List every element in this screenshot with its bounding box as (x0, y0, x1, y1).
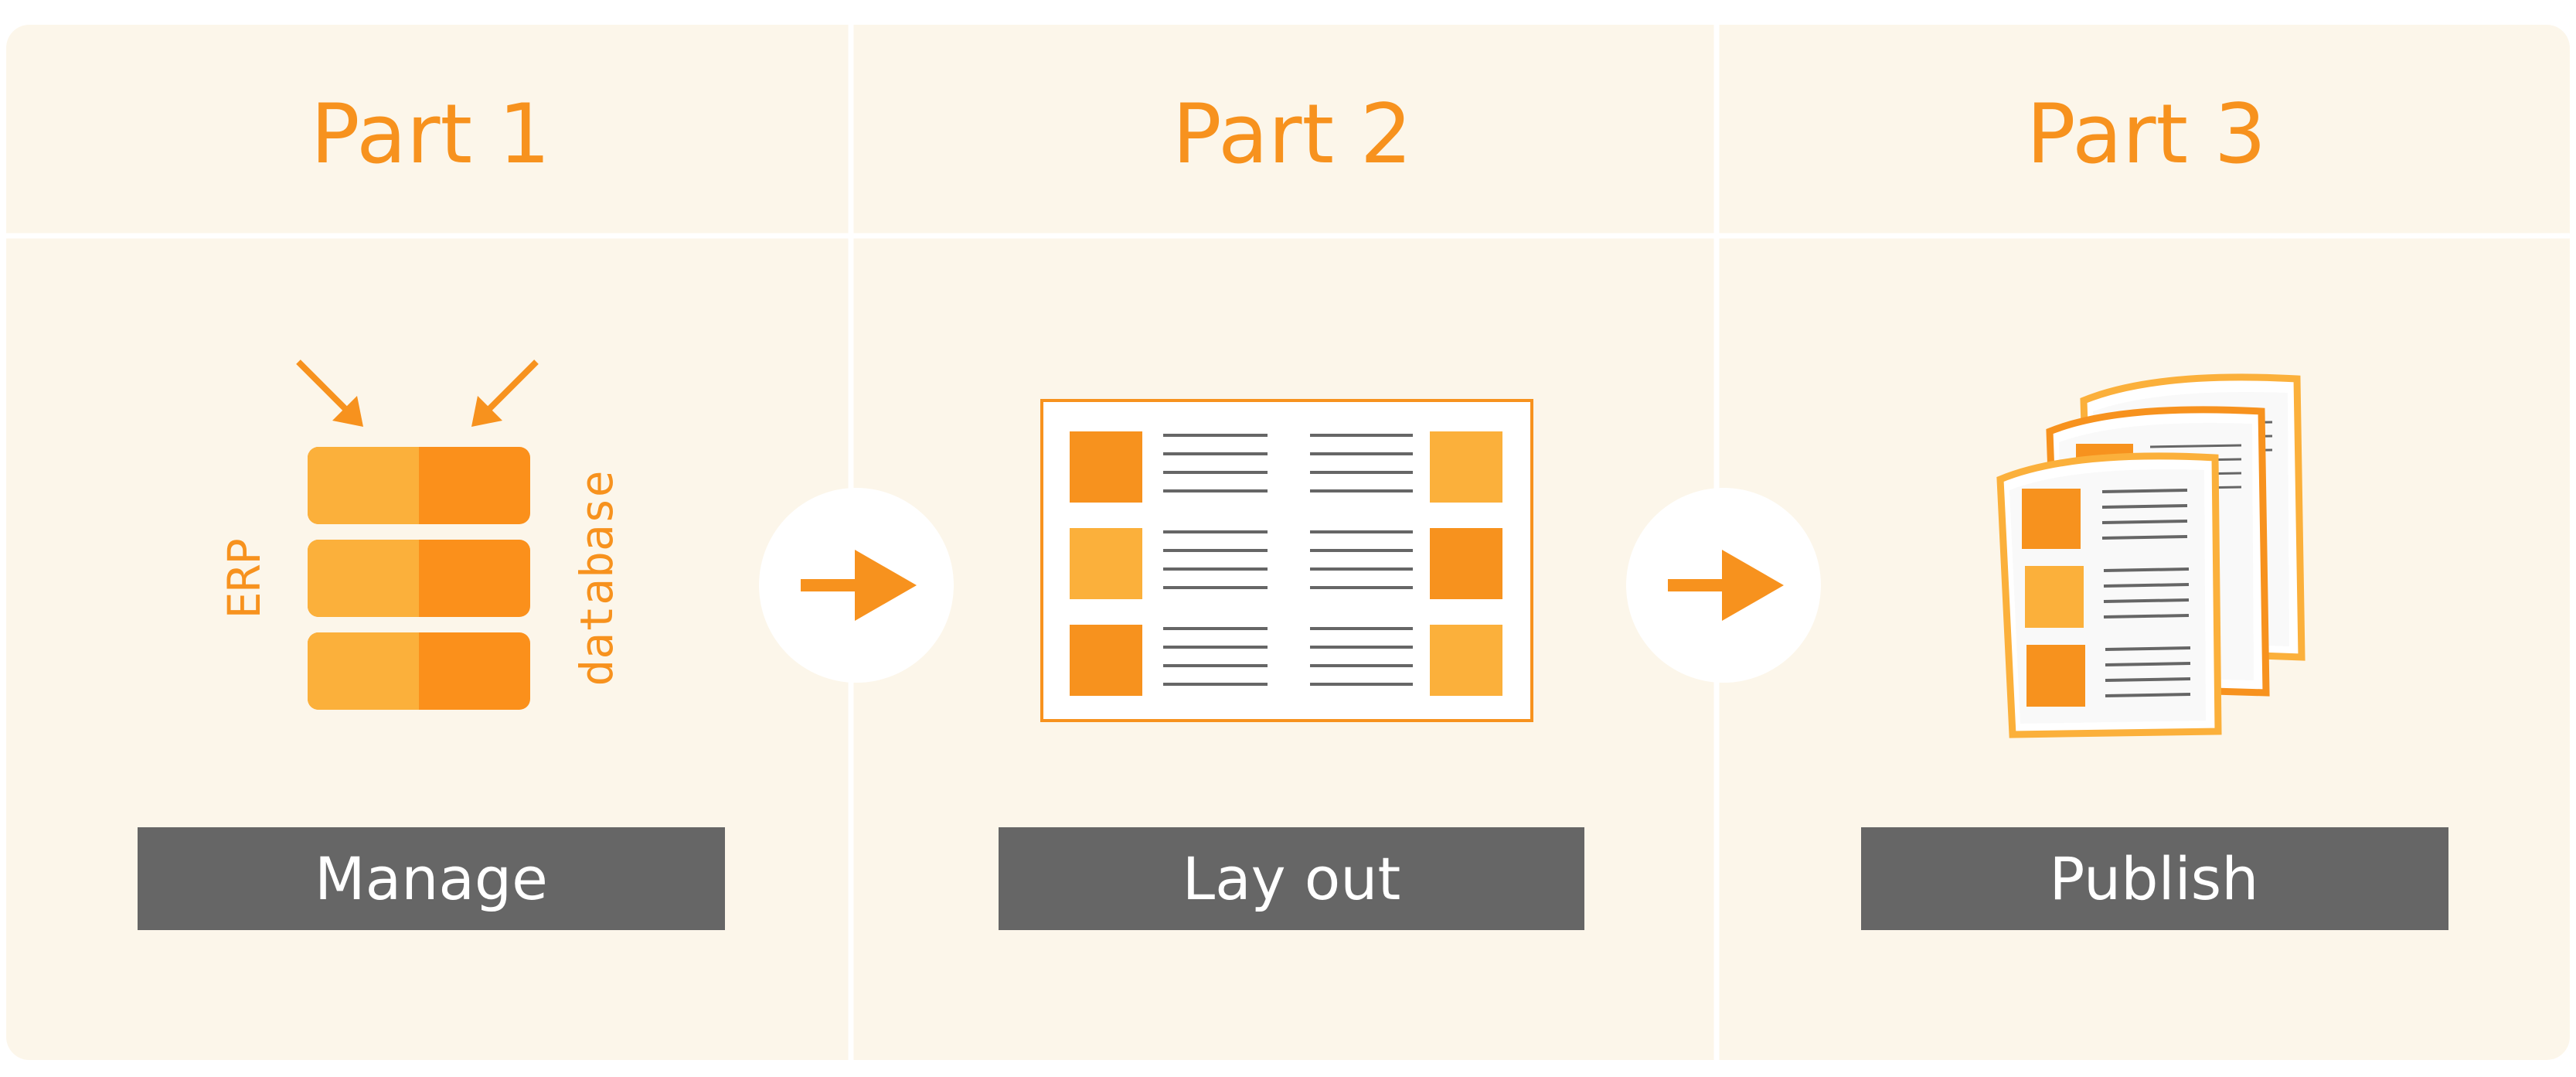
part-title: Part 1 (311, 87, 550, 182)
part-title: Part 3 (2026, 87, 2266, 182)
manage-button-label: Manage (315, 844, 548, 913)
part-1-column: Part 1 ERP (138, 87, 725, 930)
lay-out-button[interactable]: Lay out (999, 827, 1584, 930)
publish-button-label: Publish (2050, 844, 2259, 913)
stacked-pages-icon (1996, 373, 2305, 738)
incoming-arrow-left-icon (296, 360, 363, 427)
database-bar-1 (308, 447, 530, 524)
layout-page-icon (1040, 399, 1533, 722)
arrow-right-icon (1626, 488, 1821, 683)
database-label: database (570, 470, 623, 686)
erp-label: ERP (218, 538, 271, 619)
incoming-arrow-right-icon (471, 360, 539, 427)
manage-button[interactable]: Manage (138, 827, 725, 930)
part-title: Part 2 (1172, 87, 1412, 182)
part-2-column: Part 2 (999, 87, 1584, 930)
front-page (1996, 452, 2222, 738)
arrow-right-icon (759, 488, 954, 683)
database-icon (296, 360, 539, 710)
database-bar-2 (308, 540, 530, 617)
database-bar-3 (308, 632, 530, 710)
part-3-column: Part 3 (1861, 87, 2448, 930)
publish-button[interactable]: Publish (1861, 827, 2448, 930)
lay-out-button-label: Lay out (1183, 844, 1401, 913)
